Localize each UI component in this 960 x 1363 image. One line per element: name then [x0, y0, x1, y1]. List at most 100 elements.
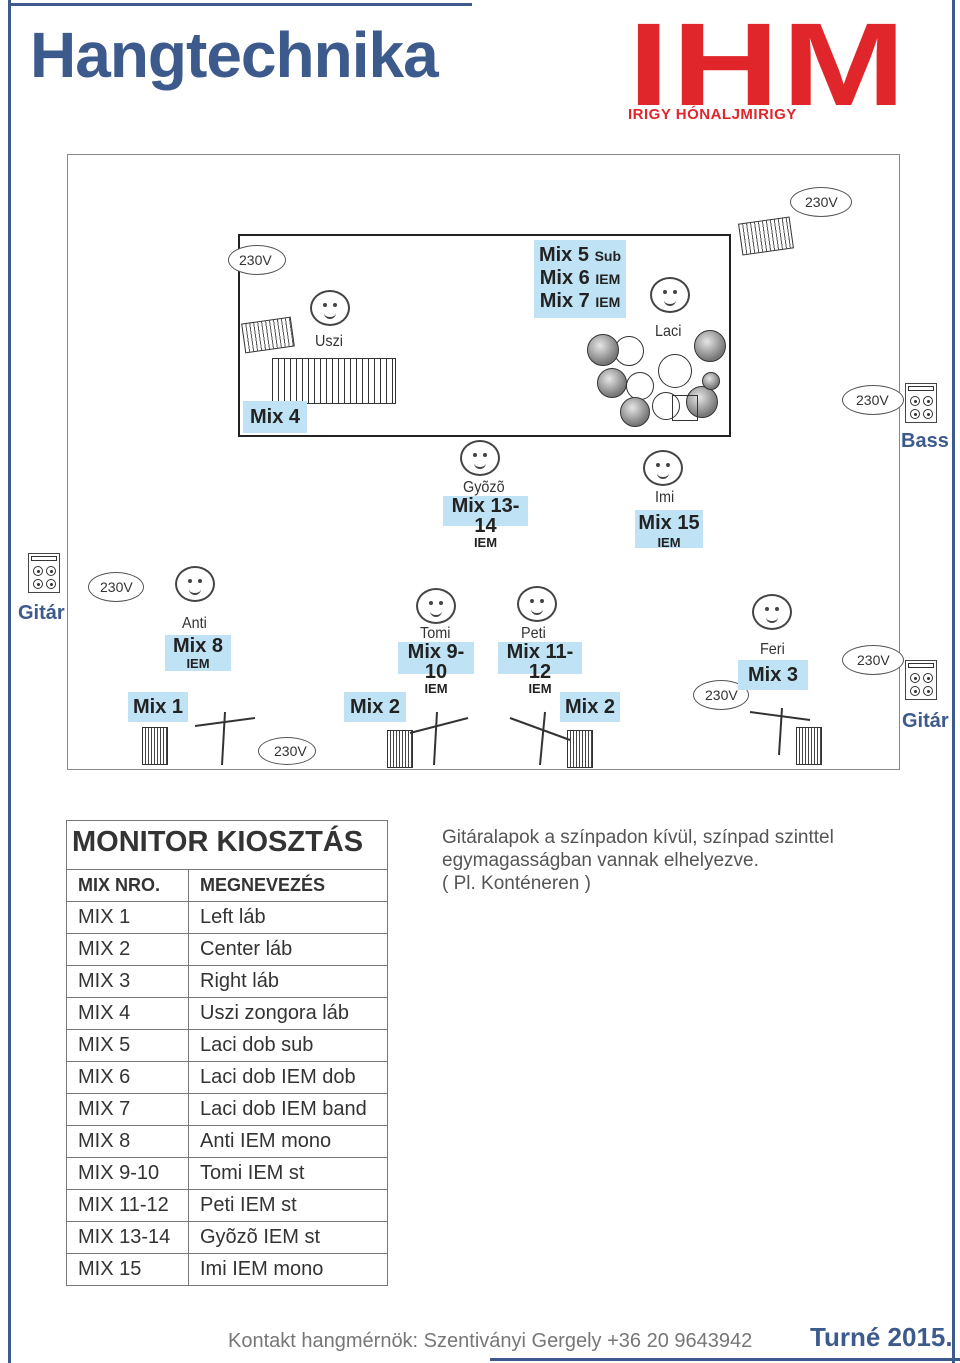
mix-3-box: Mix 3 [738, 660, 808, 690]
musician-face-icon [752, 594, 792, 630]
drum-mix-box: Mix 5 Sub Mix 6 IEM Mix 7 IEM [534, 240, 626, 318]
musician-name-feri: Feri [760, 641, 785, 658]
musician-face-icon [310, 290, 350, 326]
musician-name-imi: Imi [655, 489, 675, 506]
cymbal-icon [694, 330, 726, 362]
wedge-monitor-icon [567, 730, 593, 768]
mix-sub-label: IEM [473, 535, 498, 550]
power-label: 230V [100, 579, 133, 595]
mic-stand-icon [433, 711, 438, 766]
mix-9-10-box: Mix 9-10 IEM [398, 642, 474, 695]
mix-label: Mix 11-12 [506, 641, 574, 683]
power-bubble [228, 245, 286, 275]
musician-face-icon [643, 450, 683, 486]
mix-cell: MIX 5 [66, 1029, 189, 1062]
logo-subtitle: IRIGY HÓNALJMIRIGY [628, 106, 797, 123]
mix-8-box: Mix 8 IEM [165, 635, 231, 671]
mix-cell: MIX 1 [66, 901, 189, 934]
power-bubble [842, 645, 904, 675]
mix-cell: MIX 7 [66, 1093, 189, 1126]
guitar-amp-note: Gitáralapok a színpadon kívül, színpad s… [442, 826, 834, 895]
mix-label: Mix 8 [172, 635, 224, 657]
musician-face-icon [175, 566, 215, 602]
description-cell: Uszi zongora láb [188, 997, 388, 1030]
bass-amp-icon [905, 383, 937, 423]
mix-cell: MIX 8 [66, 1125, 189, 1158]
mix-label: Mix 5 [538, 244, 589, 266]
musician-face-icon [517, 586, 557, 622]
mic-boom-icon [409, 717, 469, 734]
drum-tom-icon [652, 392, 680, 420]
wedge-monitor-icon [796, 727, 822, 765]
musician-name-tomi: Tomi [420, 625, 451, 642]
cymbal-icon [620, 397, 650, 427]
mix-label: Mix 6 [539, 267, 590, 289]
power-bubble [842, 385, 904, 415]
mix-cell: MIX 3 [66, 965, 189, 998]
musician-face-icon [416, 588, 456, 624]
frame-bottom-border [490, 1358, 960, 1361]
monitor-title: MONITOR KIOSZTÁS [72, 826, 364, 858]
note-line: ( Pl. Konténeren ) [442, 873, 591, 894]
musician-face-icon [460, 440, 500, 476]
drum-riser [238, 234, 731, 437]
note-line: egymagasságban vannak elhelyezve. [442, 850, 759, 871]
description-cell: Laci dob IEM band [188, 1093, 388, 1126]
mix-cell: MIX 13-14 [66, 1221, 189, 1254]
guitar-label-right: Gitár [902, 710, 949, 732]
description-cell: Laci dob IEM dob [188, 1061, 388, 1094]
mix-sub-label: IEM [528, 681, 552, 696]
mix-cell: MIX 11-12 [66, 1189, 189, 1222]
mix-label: Mix 9-10 [407, 641, 465, 683]
mix-cell: MIX 4 [66, 997, 189, 1030]
mic-stands-svg [194, 707, 811, 766]
mic-boom-icon [509, 717, 571, 741]
wedge-monitor-icon [142, 727, 168, 765]
mic-stand-icon [539, 711, 546, 766]
power-bubble [258, 737, 316, 765]
cymbal-icon [587, 334, 619, 366]
logo-letters: IHM [628, 0, 909, 131]
footer-tour: Turné 2015. [810, 1322, 953, 1352]
note-line: Gitáralapok a színpadon kívül, színpad s… [442, 827, 834, 848]
musician-face-icon [650, 277, 690, 313]
table-header-row: MIX NRO. MEGNEVEZÉS [66, 869, 388, 902]
mix-cell: MIX 9-10 [66, 1157, 189, 1190]
description-cell: Anti IEM mono [188, 1125, 388, 1158]
power-label: 230V [856, 392, 889, 408]
power-label: 230V [705, 687, 738, 703]
mix-cell: MIX 15 [66, 1253, 189, 1286]
cymbal-icon [702, 372, 720, 390]
mix-11-12-box: Mix 11-12 IEM [498, 642, 582, 695]
mix-sub-label: IEM [595, 294, 621, 310]
musician-name-anti: Anti [182, 615, 207, 632]
description-cell: Peti IEM st [188, 1189, 388, 1222]
mix-label: Mix 7 [539, 290, 590, 312]
footer-contact: Kontakt hangmérnök: Szentiványi Gergely … [228, 1330, 753, 1352]
mix-label: Mix 15 [638, 512, 700, 534]
mix-2-box: Mix 2 [344, 692, 406, 722]
power-label: 230V [274, 743, 307, 759]
header-megnevezes: MEGNEVEZÉS [188, 869, 388, 902]
mix-2-box: Mix 2 [560, 692, 620, 722]
mix-1-box: Mix 1 [128, 692, 188, 722]
power-bubble [790, 187, 852, 217]
mix-cell: MIX 6 [66, 1061, 189, 1094]
header-mix-nro: MIX NRO. [66, 869, 189, 902]
guitar-label-left: Gitár [18, 602, 65, 624]
mic-boom-icon [749, 711, 811, 721]
cymbal-icon [686, 386, 718, 418]
musician-name-peti: Peti [521, 625, 546, 642]
wedge-monitor-icon [387, 730, 413, 768]
mix-sub-label: IEM [657, 535, 681, 550]
